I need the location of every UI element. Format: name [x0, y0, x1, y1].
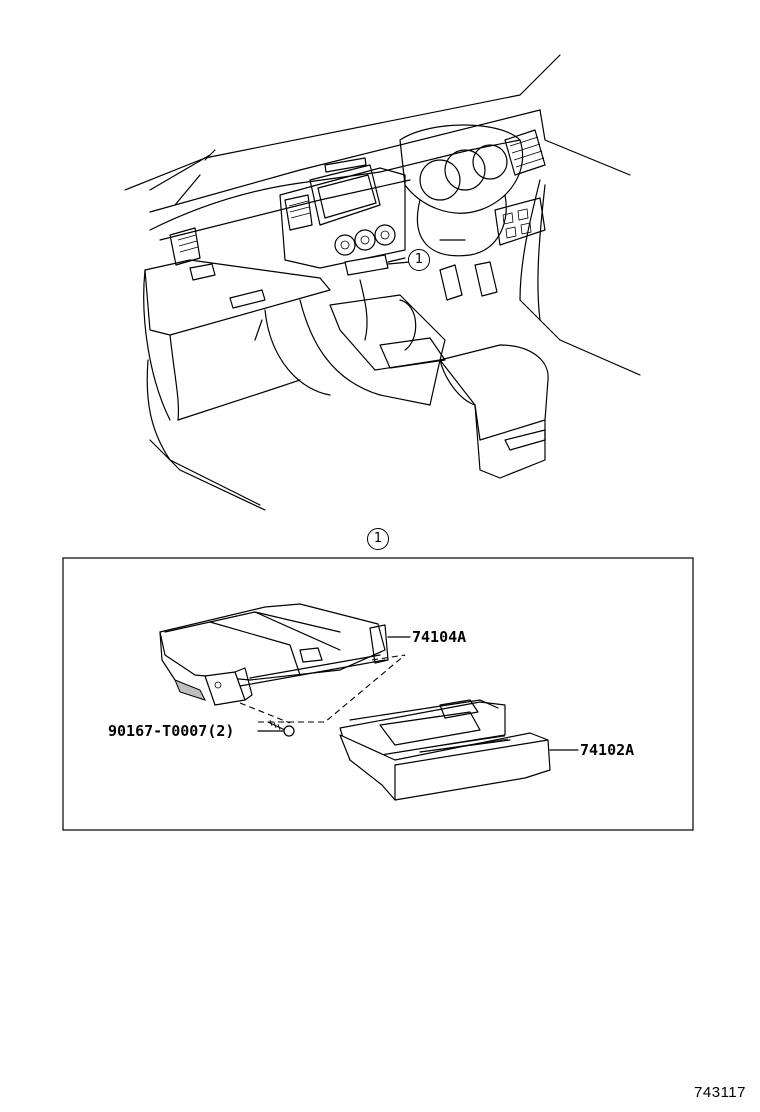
screw-drawing [267, 719, 295, 737]
callout-marker: 1 [408, 249, 430, 271]
part-label-90167-t0007: 90167-T0007(2) [108, 722, 235, 740]
part-label-74102a: 74102A [580, 741, 635, 759]
document-id: 743117 [694, 1084, 746, 1101]
drawer-part-drawing [339, 699, 551, 801]
bracket-part-drawing [159, 603, 389, 706]
part-label-74104a: 74104A [412, 628, 467, 646]
section-marker: 1 [367, 528, 389, 550]
